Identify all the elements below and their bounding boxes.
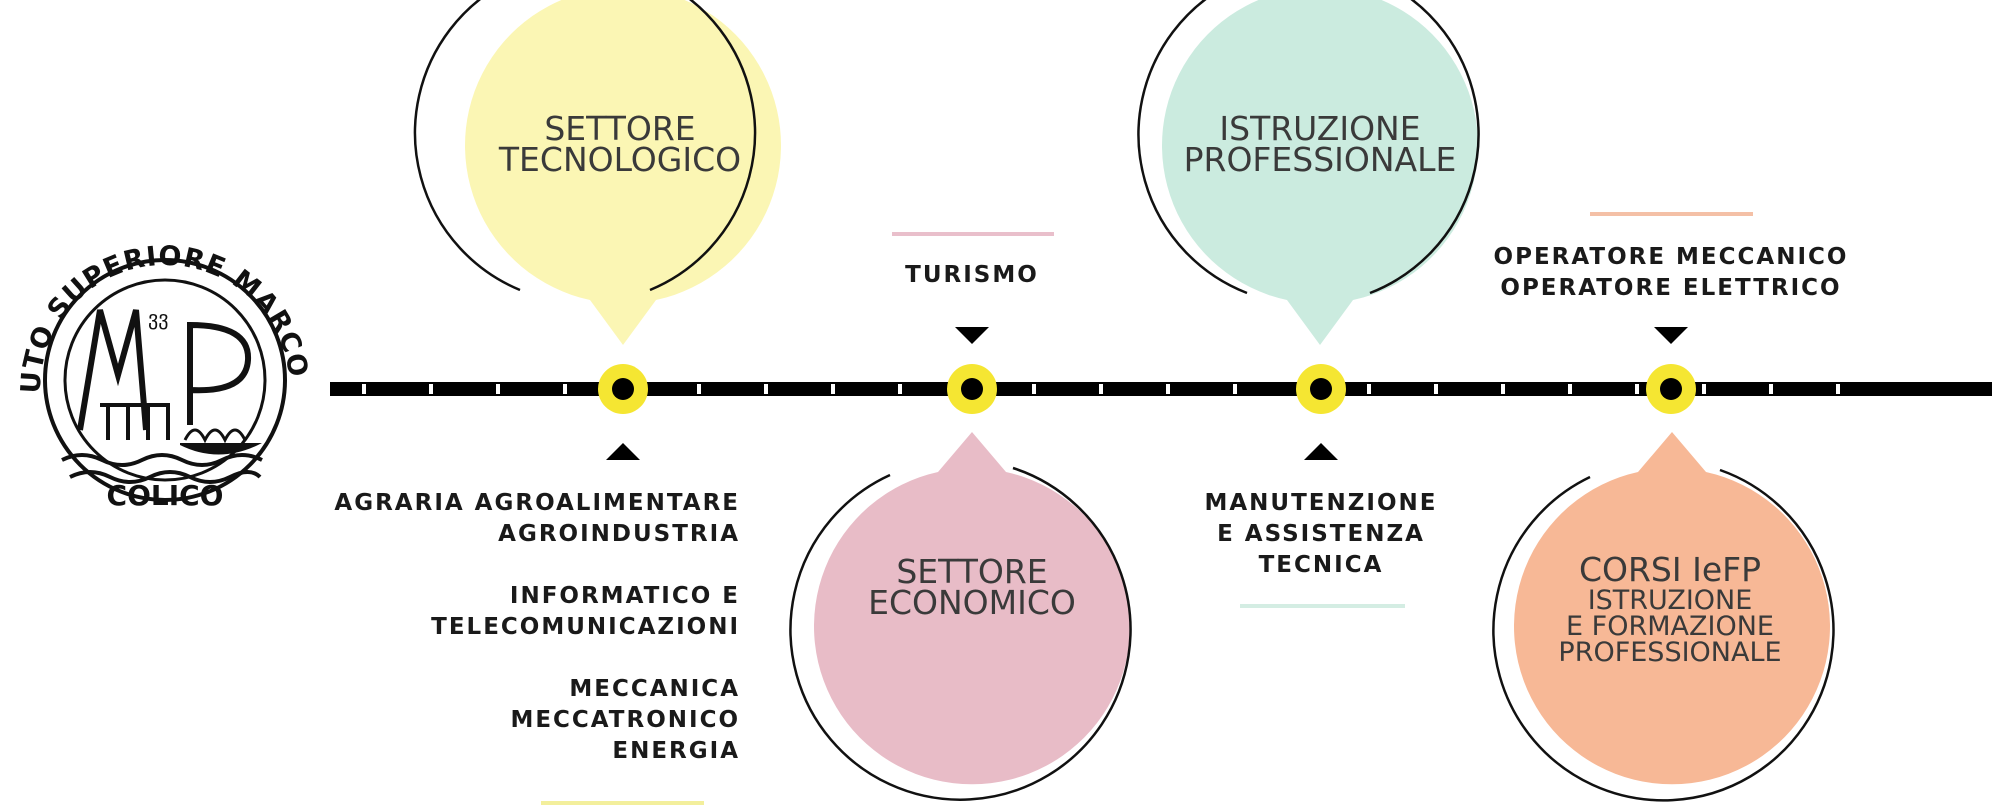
pointer-down-icon: [955, 327, 989, 344]
timeline-separator: [831, 384, 835, 394]
course-list-economico: TURISMO: [822, 260, 1122, 291]
course-list-tecnologico: AGRARIA AGROALIMENTARE AGROINDUSTRIA INF…: [334, 488, 740, 767]
accent-line: [541, 801, 704, 805]
timeline-separator: [1501, 384, 1505, 394]
course-label: MECCANICA: [569, 676, 740, 702]
timeline-separator: [1568, 384, 1572, 394]
logo-bottom-text: COLICO: [107, 479, 224, 512]
bubble-shape: [813, 432, 1130, 785]
pointer-down-icon: [1654, 327, 1688, 344]
title-line: ECONOMICO: [868, 583, 1076, 622]
logo-emblem-icon: ISTITUTO SUPERIORE MARCO POLO COLICO ვვ: [0, 191, 313, 512]
timeline-separator: [1166, 384, 1170, 394]
title-line: SETTORE: [896, 552, 1048, 591]
course-label: OPERATORE MECCANICO: [1493, 244, 1849, 270]
course-label: MECCATRONICO: [510, 707, 740, 733]
timeline-separator: [1032, 384, 1036, 394]
bubble-shape: [1162, 0, 1478, 345]
course-label: TELECOMUNICAZIONI: [431, 614, 740, 640]
course-list-istruzione: MANUTENZIONE E ASSISTENZA TECNICA: [1171, 488, 1471, 581]
timeline-separator: [697, 384, 701, 394]
timeline-node: [1296, 364, 1346, 414]
title-line: E FORMAZIONE: [1566, 611, 1774, 642]
timeline-separator: [1099, 384, 1103, 394]
bubble-title-iefp: CORSI IeFP ISTRUZIONE E FORMAZIONE PROFE…: [1520, 550, 1820, 668]
timeline-separator: [1233, 384, 1237, 394]
bubble-title-tecnologico: SETTORE TECNOLOGICO: [470, 109, 770, 179]
timeline-line: [330, 382, 1992, 396]
bubble-title-istruzione: ISTRUZIONE PROFESSIONALE: [1160, 109, 1480, 179]
course-label: AGROINDUSTRIA: [498, 521, 740, 547]
bubble-outline: [413, 0, 757, 292]
course-label: AGRARIA AGROALIMENTARE: [334, 490, 740, 516]
title-line: PROFESSIONALE: [1183, 140, 1457, 179]
title-line: PROFESSIONALE: [1558, 637, 1782, 668]
title-line: ISTRUZIONE: [1219, 109, 1421, 148]
timeline-separator: [1367, 384, 1371, 394]
school-logo: ISTITUTO SUPERIORE MARCO POLO COLICO ვვ: [0, 191, 330, 545]
pointer-up-icon: [1304, 443, 1338, 460]
timeline-node: [598, 364, 648, 414]
course-list-iefp: OPERATORE MECCANICO OPERATORE ELETTRICO: [1471, 242, 1871, 304]
bubble-outline: [789, 466, 1132, 801]
bubble-corsi-iefp: [1492, 432, 1835, 802]
bubble-istruzione-professionale: [1137, 0, 1480, 345]
course-label: E ASSISTENZA: [1217, 521, 1425, 547]
timeline-separator: [362, 384, 366, 394]
timeline-separator: [898, 384, 902, 394]
timeline-separator: [1702, 384, 1706, 394]
timeline-separator: [764, 384, 768, 394]
course-label: MANUTENZIONE: [1204, 490, 1438, 516]
bubble-shape: [465, 0, 781, 345]
timeline-separator: [1836, 384, 1840, 394]
course-label: INFORMATICO E: [509, 583, 740, 609]
bubble-outline: [1492, 468, 1835, 802]
accent-line: [1590, 212, 1753, 216]
pointer-up-icon: [606, 443, 640, 460]
course-label: TURISMO: [905, 262, 1039, 288]
accent-line: [1240, 604, 1405, 608]
course-label: OPERATORE ELETTRICO: [1500, 275, 1842, 301]
title-line: TECNOLOGICO: [498, 140, 742, 179]
bubble-settore-economico: [789, 432, 1132, 801]
svg-text:ვვ: ვვ: [148, 306, 169, 330]
bubble-outline: [1137, 0, 1480, 295]
timeline-separator: [1434, 384, 1438, 394]
timeline-separator: [563, 384, 567, 394]
timeline-separator: [1769, 384, 1773, 394]
accent-line: [892, 232, 1054, 236]
timeline-node: [947, 364, 997, 414]
timeline-node: [1646, 364, 1696, 414]
bubble-title-economico: SETTORE ECONOMICO: [822, 552, 1122, 622]
timeline-separator: [429, 384, 433, 394]
bubble-settore-tecnologico: [413, 0, 781, 345]
title-line: ISTRUZIONE: [1587, 585, 1753, 616]
course-label: ENERGIA: [612, 738, 740, 764]
title-line: CORSI IeFP: [1578, 550, 1762, 589]
title-line: SETTORE: [544, 109, 696, 148]
bubble-shape: [1514, 432, 1831, 785]
timeline-separator: [496, 384, 500, 394]
course-label: TECNICA: [1258, 552, 1384, 578]
timeline-separator: [1635, 384, 1639, 394]
